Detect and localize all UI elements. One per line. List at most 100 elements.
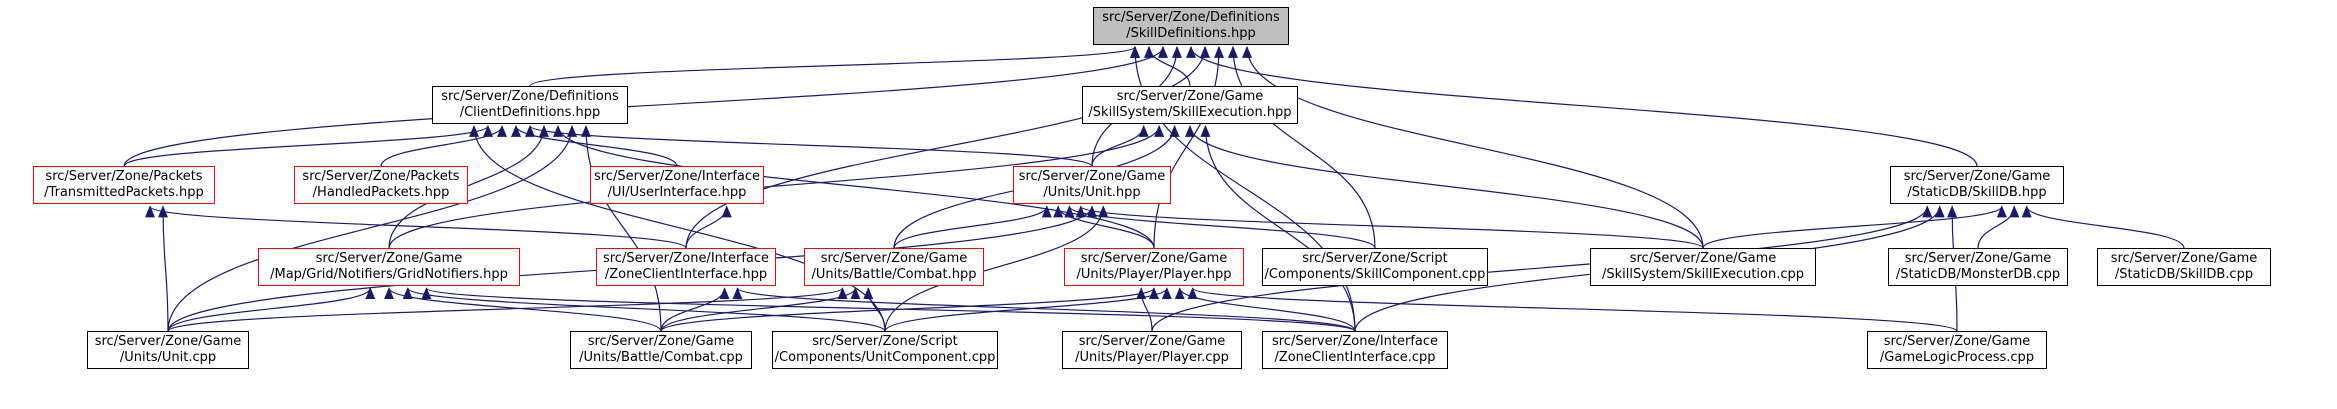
graph-node-gridnotifiers[interactable]: src/Server/Zone/Game/Map/Grid/Notifiers/… [258,248,520,287]
dependency-edge-unitcomp-cpp-to-clientdef [469,124,886,332]
node-label-line: src/Server/Zone/Game [1904,251,2052,267]
node-label-line: src/Server/Zone/Definitions [1102,9,1280,25]
node-label-line: /ZoneClientInterface.cpp [1274,350,1436,366]
dependency-edge-gamelogic-cpp-to-player-hpp [1187,287,1958,332]
dependency-edge-skillexec-cpp-to-unit-hpp [1076,205,1704,249]
graph-node-combat-cpp[interactable]: src/Server/Zone/Game/Units/Battle/Combat… [570,331,752,370]
graph-node-skillexec-cpp[interactable]: src/Server/Zone/Game/SkillSystem/SkillEx… [1590,248,1816,287]
graph-node-skilldb-cpp[interactable]: src/Server/Zone/Game/StaticDB/SkillDB.cp… [2097,248,2271,287]
dependency-edge-skillexec-cpp-to-skilldef [1242,45,1704,249]
node-label-line: /UI/UserInterface.hpp [607,185,747,201]
node-label-line: /SkillDefinitions.hpp [1126,25,1256,41]
dependency-edge-skilldb-hpp-to-skilldef [1186,45,1978,167]
graph-node-skillexec-hpp[interactable]: src/Server/Zone/Game/SkillSystem/SkillEx… [1082,85,1298,124]
dependency-edge-zoneclient-cpp-to-skillexec-hpp [1200,124,1356,332]
dependency-edge-player-cpp-to-player-hpp [1136,287,1153,332]
graph-node-handled[interactable]: src/Server/Zone/Packets/HandledPackets.h… [294,166,468,205]
node-label-line: src/Server/Zone/Definitions [441,88,619,104]
dependency-edge-player-cpp-to-skilldb-hpp [1151,205,1933,332]
dependency-edge-unit-cpp-to-gridnotifiers [167,287,376,332]
node-label-line: /TransmittedPackets.hpp [44,185,204,201]
graph-node-unit-cpp[interactable]: src/Server/Zone/Game/Units/Unit.cpp [87,331,249,370]
dependency-edge-skillcomp-cpp-to-skilldef [1228,45,1376,249]
dependency-edge-userinterface-to-clientdef [511,124,678,167]
node-label-line: /Units/Player/Player.hpp [1076,267,1232,283]
node-label-line: /SkillSystem/SkillExecution.hpp [1088,104,1292,120]
node-label-line: /StaticDB/MonsterDB.cpp [1895,267,2061,283]
node-label-line: src/Server/Zone/Game [2110,251,2258,267]
node-label-line: /StaticDB/SkillDB.cpp [2114,267,2254,283]
graph-node-userinterface[interactable]: src/Server/Zone/Interface/UI/UserInterfa… [590,166,764,205]
graph-node-gamelogic-cpp[interactable]: src/Server/Zone/Game/GameLogicProcess.cp… [1867,331,2047,370]
node-label-line: src/Server/Zone/Game [1116,88,1264,104]
dependency-edge-unit-cpp-to-transmitted [158,205,169,332]
dependency-edge-skillexec-cpp-to-skilldb-hpp [1702,205,2007,249]
node-label-line: /Units/Battle/Combat.cpp [579,350,743,366]
node-label-line: src/Server/Zone/Game [1629,251,1777,267]
node-label-line: src/Server/Zone/Script [1302,251,1448,267]
dependency-edge-combat-cpp-to-player-hpp [660,287,1159,332]
graph-node-transmitted[interactable]: src/Server/Zone/Packets/TransmittedPacke… [33,166,215,205]
node-label-line: src/Server/Zone/Game [1078,334,1226,350]
node-label-line: /Components/UnitComponent.cpp [774,350,996,366]
node-label-line: /Units/Battle/Combat.hpp [811,267,977,283]
node-label-line: src/Server/Zone/Game [1903,169,2051,185]
dependency-edge-clientdef-to-skilldef [529,45,1140,87]
dependency-edge-combat-cpp-to-clientdef [581,124,662,332]
graph-node-zoneclient-cpp[interactable]: src/Server/Zone/Interface/ZoneClientInte… [1262,331,1448,370]
node-label-line: src/Server/Zone/Game [94,334,242,350]
node-label-line: /Units/Player/Player.cpp [1075,350,1229,366]
graph-node-clientdef[interactable]: src/Server/Zone/Definitions/ClientDefini… [432,85,628,124]
dependency-edge-zoneclient-cpp-to-zoneclient-hpp [732,287,1356,332]
node-label-line: src/Server/Zone/Interface [602,251,770,267]
dependency-edge-unit-hpp-to-clientdef [525,124,1093,167]
dependency-edge-handled-to-clientdef [380,124,507,167]
dependency-edge-combat-cpp-to-gridnotifiers [384,287,662,332]
node-label-line: /Units/Unit.cpp [119,350,217,366]
dependency-edge-gridnotifiers-to-skillexec-hpp [388,124,1164,249]
dependency-edge-combat-cpp-to-zoneclient-hpp [660,287,730,332]
node-label-line: /ZoneClientInterface.hpp [604,267,768,283]
dependency-edge-zoneclient-cpp-to-gridnotifiers [421,287,1356,332]
graph-node-unit-hpp[interactable]: src/Server/Zone/Game/Units/Unit.hpp [1013,166,1171,205]
node-label-line: src/Server/Zone/Packets [45,169,203,185]
dependency-edge-combat-cpp-to-combat-hpp [660,287,861,332]
graph-node-player-cpp[interactable]: src/Server/Zone/Game/Units/Player/Player… [1062,331,1242,370]
dependency-edge-zoneclient-hpp-to-transmitted [145,205,687,249]
dependency-edge-skillcomp-cpp-to-unit-hpp [1064,205,1376,249]
dependency-edge-unit-cpp-to-combat-hpp [167,287,848,332]
node-label-line: src/Server/Zone/Packets [302,169,460,185]
node-label-line: src/Server/Zone/Game [1018,169,1166,185]
dependency-edge-unit-hpp-to-skillexec-hpp [1091,124,1149,167]
dependency-edge-transmitted-to-skilldef [123,45,1168,167]
graph-node-zoneclient-hpp[interactable]: src/Server/Zone/Interface/ZoneClientInte… [596,248,776,287]
node-label-line: src/Server/Zone/Interface [593,169,761,185]
node-label-line: src/Server/Zone/Interface [1271,334,1439,350]
dependency-edge-zoneclient-hpp-to-skilldef [685,45,1210,249]
graph-node-monsterdb-cpp[interactable]: src/Server/Zone/Game/StaticDB/MonsterDB.… [1888,248,2068,287]
dependency-edge-combat-hpp-to-unit-hpp [893,205,1052,249]
dependency-edge-skillexec-cpp-to-skillexec-hpp [1185,124,1704,249]
graph-node-skilldb-hpp[interactable]: src/Server/Zone/Game/StaticDB/SkillDB.hp… [1890,166,2064,205]
graph-node-unitcomp-cpp[interactable]: src/Server/Zone/Script/Components/UnitCo… [772,331,998,370]
dependency-edge-unit-cpp-to-clientdef [167,124,577,332]
node-label-line: /Components/SkillComponent.cpp [1264,267,1486,283]
node-label-line: src/Server/Zone/Game [315,251,463,267]
dependency-edge-skilldb-cpp-to-skilldb-hpp [2021,205,2185,249]
dependency-edge-player-hpp-to-clientdef [553,124,1155,249]
node-label-line: /StaticDB/SkillDB.hpp [1907,185,2047,201]
node-label-line: /Map/Grid/Notifiers/GridNotifiers.hpp [270,267,508,283]
graph-node-skillcomp-cpp[interactable]: src/Server/Zone/Script/Components/SkillC… [1262,248,1488,287]
dependency-edge-zoneclient-cpp-to-player-hpp [1174,287,1356,332]
dependency-edge-unitcomp-cpp-to-player-hpp [884,287,1172,332]
dependency-edge-zoneclient-hpp-to-userinterface [685,205,732,249]
node-label-line: src/Server/Zone/Game [587,334,735,350]
graph-node-skilldef[interactable]: src/Server/Zone/Definitions/SkillDefinit… [1093,6,1289,45]
node-label-line: /HandledPackets.hpp [312,185,450,201]
graph-node-player-hpp[interactable]: src/Server/Zone/Game/Units/Player/Player… [1064,248,1244,287]
graph-node-combat-hpp[interactable]: src/Server/Zone/Game/Units/Battle/Combat… [804,248,984,287]
node-label-line: src/Server/Zone/Game [1883,334,2031,350]
node-label-line: /Units/Unit.hpp [1043,185,1141,201]
dependency-edge-unitcomp-cpp-to-gridnotifiers [402,287,886,332]
